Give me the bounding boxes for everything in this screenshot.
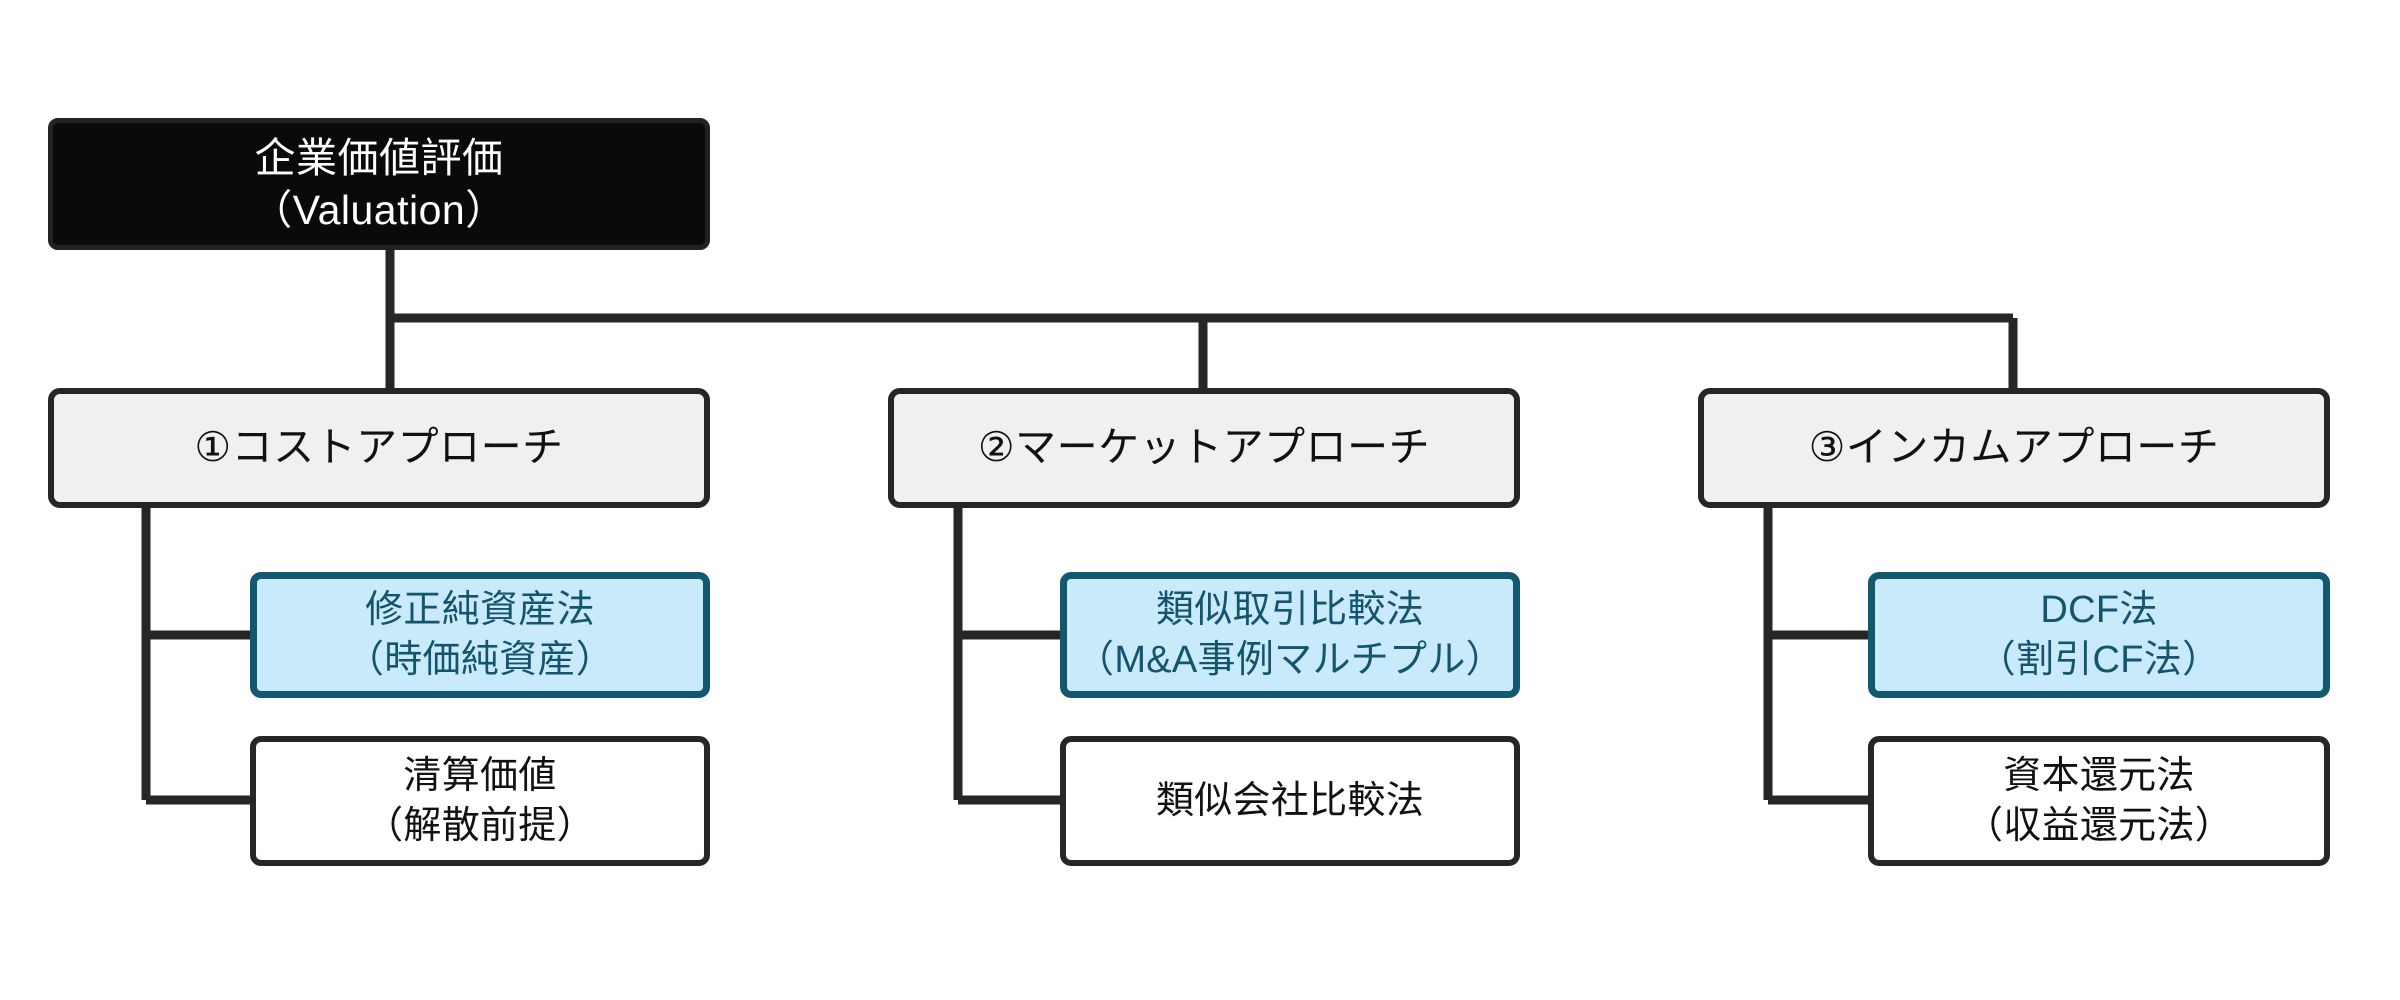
- approach-node-market-label: ②マーケットアプローチ: [977, 424, 1431, 471]
- method-node-comparable-transactions-line-1: 類似取引比較法: [1155, 588, 1425, 631]
- approach-node-income[interactable]: ③インカムアプローチ: [1698, 388, 2330, 508]
- method-node-capitalization-line-2: （収益還元法）: [1964, 805, 2234, 847]
- root-node-line-2: （Valuation）: [251, 187, 507, 233]
- approach-node-cost[interactable]: ①コストアプローチ: [48, 388, 710, 508]
- method-node-liquidation-value-line-2: （解散前提）: [365, 805, 595, 847]
- root-node-valuation[interactable]: 企業価値評価 （Valuation）: [48, 118, 710, 250]
- root-node-line-1: 企業価値評価: [254, 134, 504, 181]
- method-node-comparable-companies-line-1: 類似会社比較法: [1155, 779, 1425, 822]
- method-node-comparable-transactions[interactable]: 類似取引比較法 （M&A事例マルチプル）: [1060, 572, 1520, 698]
- method-node-capitalization[interactable]: 資本還元法 （収益還元法）: [1868, 736, 2330, 866]
- method-node-comparable-transactions-line-2: （M&A事例マルチプル）: [1076, 639, 1504, 681]
- method-node-adjusted-net-asset-line-2: （時価純資産）: [345, 639, 615, 681]
- method-node-dcf-line-1: DCF法: [2040, 588, 2158, 631]
- method-node-capitalization-line-1: 資本還元法: [2003, 754, 2195, 797]
- method-node-liquidation-value[interactable]: 清算価値 （解散前提）: [250, 736, 710, 866]
- method-node-liquidation-value-line-1: 清算価値: [403, 754, 557, 797]
- approach-node-market[interactable]: ②マーケットアプローチ: [888, 388, 1520, 508]
- method-node-adjusted-net-asset-line-1: 修正純資産法: [365, 588, 595, 631]
- method-node-dcf[interactable]: DCF法 （割引CF法）: [1868, 572, 2330, 698]
- method-node-comparable-companies[interactable]: 類似会社比較法: [1060, 736, 1520, 866]
- approach-node-income-label: ③インカムアプローチ: [1808, 424, 2220, 471]
- method-node-dcf-line-2: （割引CF法）: [1977, 639, 2221, 681]
- approach-node-cost-label: ①コストアプローチ: [194, 424, 564, 471]
- method-node-adjusted-net-asset[interactable]: 修正純資産法 （時価純資産）: [250, 572, 710, 698]
